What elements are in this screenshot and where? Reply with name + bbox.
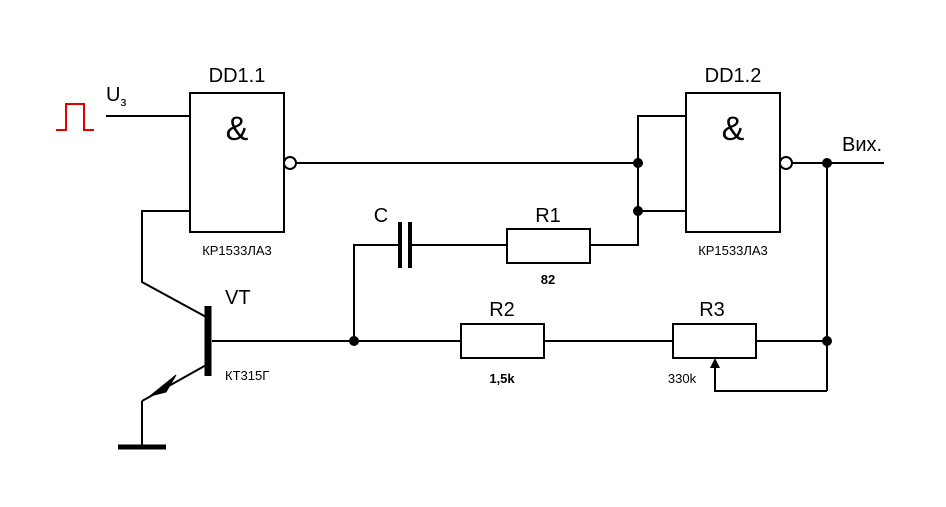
resistor-r2-designator: R2 <box>489 299 515 321</box>
transistor-designator: VT <box>225 287 251 309</box>
gate-dd1-2-designator: DD1.2 <box>705 65 762 87</box>
transistor-emitter-arrow <box>149 374 177 397</box>
transistor-collector-wire <box>141 210 209 319</box>
capacitor-left-wire <box>353 244 400 341</box>
resistor-r3 <box>672 323 757 359</box>
resistor-r1-designator: R1 <box>535 205 561 227</box>
r3-wiper-arrow <box>710 358 720 368</box>
resistor-r3-value: 330k <box>668 371 697 386</box>
resistor-r2-value: 1,5k <box>489 371 515 386</box>
capacitor-designator: C <box>374 205 388 227</box>
output-label: Вих. <box>842 134 882 156</box>
dd1-2-input-a-wire <box>637 115 686 163</box>
gate-dd1-1-part: КР1533ЛА3 <box>202 243 272 258</box>
gate-dd1-2 <box>685 92 781 233</box>
r1-branch-wire <box>590 211 639 246</box>
gate-dd1-1-designator: DD1.1 <box>209 65 266 87</box>
input-pulse-icon <box>56 103 94 131</box>
transistor-part: КТ315Г <box>225 368 269 383</box>
r3-wiper-wire <box>714 366 827 392</box>
gate-dd1-2-part: КР1533ЛА3 <box>698 243 768 258</box>
gate-dd1-2-and-symbol: & <box>722 110 745 148</box>
resistor-r3-designator: R3 <box>699 299 725 321</box>
resistor-r1-value: 82 <box>541 272 555 287</box>
input-label: Uз <box>106 84 126 109</box>
junction-dot <box>349 336 359 346</box>
gate-dd1-2-inverter-bubble <box>779 156 793 170</box>
gate-dd1-1-and-symbol: & <box>226 110 249 148</box>
resistor-r1 <box>506 228 591 264</box>
resistor-r2 <box>460 323 545 359</box>
gate-dd1-1-inverter-bubble <box>283 156 297 170</box>
